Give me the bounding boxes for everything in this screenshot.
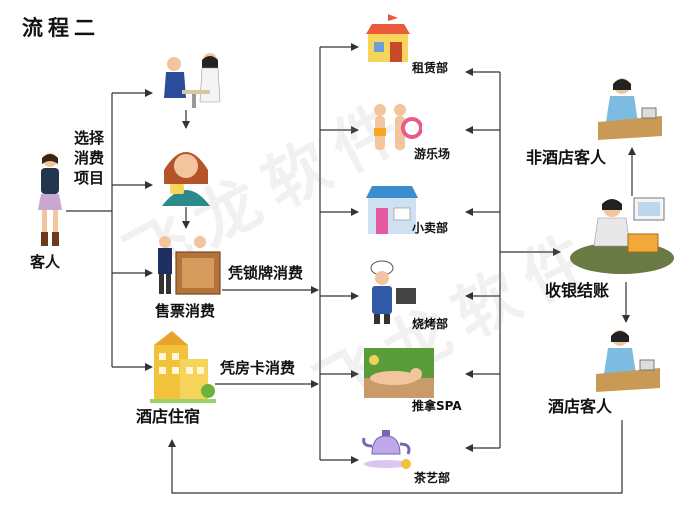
guest-person-icon	[38, 153, 62, 246]
playground-label: 游乐场	[414, 147, 451, 161]
guest-label: 客人	[30, 253, 61, 271]
bbq-label: 烧烤部	[412, 317, 449, 331]
hotel-label: 酒店住宿	[136, 407, 201, 426]
select-step-line-1: 选择	[74, 129, 105, 147]
tea-label: 茶艺部	[414, 471, 451, 485]
spa-icon	[364, 348, 434, 398]
receptionist-icon	[162, 152, 210, 206]
hotel-building-icon	[150, 331, 216, 403]
ticket-counter-icon	[158, 236, 221, 295]
service-desk-icon	[164, 53, 221, 108]
lock-card-label: 凭锁牌消费	[228, 264, 304, 282]
select-step-label: 选择 消费 项目	[74, 128, 104, 188]
clerk-icon	[598, 78, 662, 140]
teapot-icon	[362, 430, 411, 469]
spa-label: 推拿SPA	[412, 399, 462, 413]
ticket-label: 售票消费	[155, 302, 216, 320]
select-step-line-2: 消费	[74, 149, 105, 167]
chef-icon	[370, 260, 416, 324]
rental-label: 租赁部	[412, 61, 449, 75]
page-title: 流程二	[22, 15, 100, 40]
shop-label: 小卖部	[412, 221, 449, 235]
select-step-line-3: 项目	[74, 169, 105, 187]
rental-shop-icon	[366, 14, 410, 62]
store-icon	[366, 186, 418, 234]
cashier-icon	[570, 197, 674, 274]
hotel-guest-label: 酒店客人	[548, 397, 613, 416]
non-hotel-guest-label: 非酒店客人	[526, 148, 607, 167]
clerk-icon-2	[596, 330, 660, 392]
swimmers-icon	[374, 104, 422, 150]
room-card-label: 凭房卡消费	[220, 359, 296, 377]
checkout-label: 收银结账	[545, 281, 610, 300]
